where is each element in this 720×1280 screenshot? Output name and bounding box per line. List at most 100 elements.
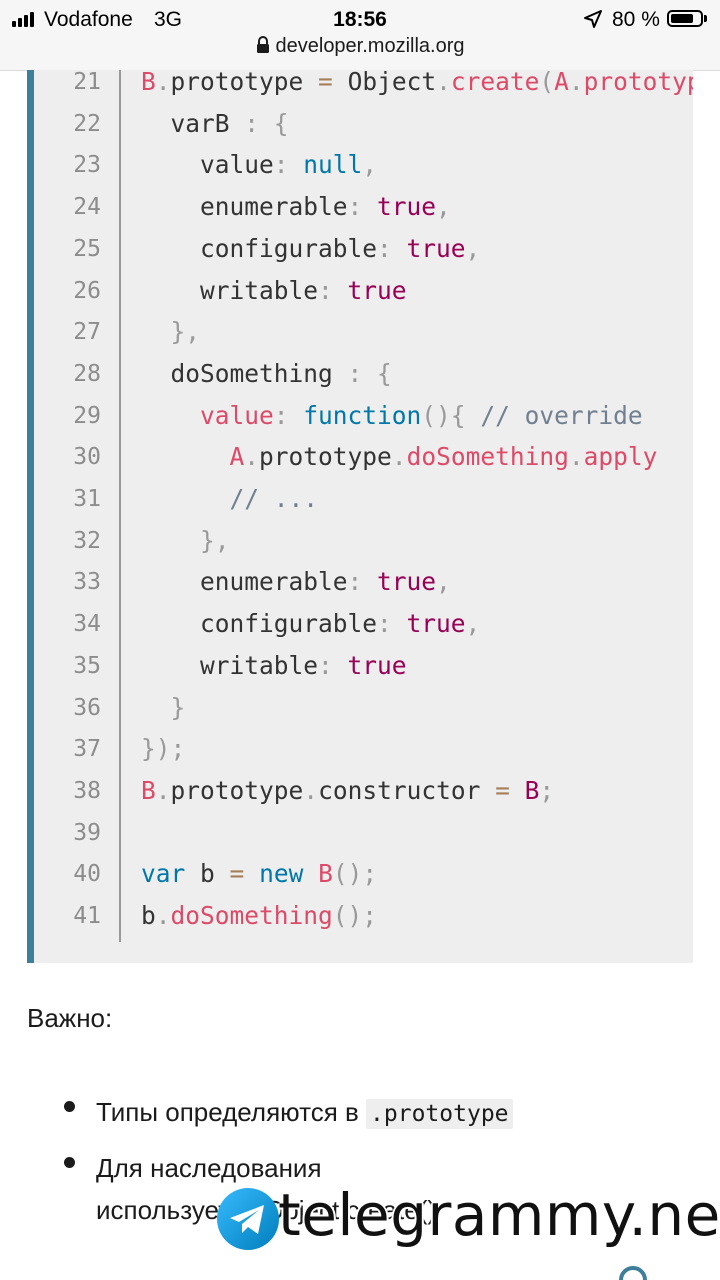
code-token: , <box>465 609 481 639</box>
important-heading: Важно: <box>27 1003 113 1033</box>
code-token: prototype <box>583 70 693 96</box>
code-text: enumerable: true, <box>141 561 451 603</box>
code-token: Object <box>332 70 437 96</box>
code-token: ( <box>539 70 555 96</box>
code-token: }, <box>141 525 230 555</box>
code-token: : <box>377 233 407 263</box>
code-line: 24 enumerable: true, <box>34 186 693 228</box>
line-number: 23 <box>73 152 101 179</box>
code-token: : <box>273 150 304 180</box>
code-token: var <box>141 859 186 889</box>
code-token <box>303 859 318 888</box>
network-type: 3G <box>154 8 183 31</box>
code-text: B.prototype.constructor = B; <box>141 770 554 812</box>
code-token: , <box>465 233 481 263</box>
code-token: (){ <box>421 400 481 430</box>
code-token: (); <box>332 901 378 930</box>
line-number: 27 <box>73 319 101 346</box>
line-number: 36 <box>73 694 101 721</box>
code-token: writable <box>141 275 319 305</box>
line-number: 37 <box>73 736 101 763</box>
code-text: varB : { <box>141 103 289 145</box>
code-text: value: function(){ // override <box>141 395 643 437</box>
code-line: 23 value: null, <box>34 144 693 186</box>
code-token: enumerable <box>141 192 348 222</box>
code-token: configurable <box>141 233 378 263</box>
code-text: var b = new B(); <box>141 853 377 895</box>
code-token: true <box>406 609 466 639</box>
code-token: new <box>259 859 304 889</box>
line-number: 22 <box>73 110 101 137</box>
line-number: 24 <box>73 194 101 221</box>
line-number: 21 <box>73 70 101 95</box>
line-number: 32 <box>73 527 101 554</box>
code-token: create <box>450 70 540 96</box>
code-token: B <box>318 859 333 889</box>
bullet-icon <box>64 1157 75 1168</box>
bullet-icon <box>64 1101 75 1112</box>
line-number: 35 <box>73 652 101 679</box>
code-token: apply <box>583 442 658 472</box>
code-token: B <box>524 775 540 805</box>
code-token: A <box>141 442 245 472</box>
line-number: 28 <box>73 360 101 387</box>
code-token: }); <box>141 734 186 764</box>
code-token <box>244 859 259 888</box>
code-token: . <box>303 775 319 805</box>
battery-tip <box>704 15 707 22</box>
code-line: 29 value: function(){ // override <box>34 395 693 437</box>
code-token: : <box>318 650 348 680</box>
line-number: 31 <box>73 486 101 512</box>
code-token: } <box>141 692 186 722</box>
code-text: configurable: true, <box>141 603 480 645</box>
code-line: 36 } <box>34 687 693 729</box>
code-text: } <box>141 687 186 729</box>
code-token: . <box>436 70 451 96</box>
code-token: ; <box>539 775 555 805</box>
code-token: . <box>155 901 171 930</box>
watermark: telegrammy.net <box>216 1181 720 1255</box>
code-token: value <box>141 150 274 180</box>
code-token: null <box>303 150 363 180</box>
code-line: 32 }, <box>34 520 693 562</box>
code-token: = <box>495 775 510 805</box>
code-line: 27 }, <box>34 311 693 353</box>
code-token: , <box>436 567 451 597</box>
code-token: . <box>155 70 171 96</box>
location-arrow-icon <box>584 10 602 28</box>
code-token: constructor <box>318 775 496 805</box>
code-token: , <box>436 192 451 222</box>
code-line: 25 configurable: true, <box>34 228 693 270</box>
inline-code: .prototype <box>366 1099 513 1129</box>
code-line: 37}); <box>34 728 693 770</box>
line-number: 41 <box>73 903 101 929</box>
code-line: 28 doSomething : { <box>34 353 693 395</box>
code-token: enumerable <box>141 567 348 597</box>
code-text: B.prototype = Object.create(A.prototype,… <box>141 70 693 103</box>
battery-percent: 80 % <box>612 8 660 31</box>
carrier-name: Vodafone <box>44 8 133 31</box>
code-token: doSomething <box>406 442 569 472</box>
code-token: function <box>303 400 422 430</box>
clock: 18:56 <box>333 8 387 31</box>
code-line: 26 writable: true <box>34 270 693 312</box>
code-token <box>510 776 525 805</box>
code-token: A <box>554 70 569 96</box>
code-token: . <box>155 775 171 805</box>
line-number: 39 <box>73 819 101 846</box>
code-text: value: null, <box>141 144 377 186</box>
code-token: (); <box>332 859 378 889</box>
line-number: 40 <box>73 861 101 888</box>
code-token: . <box>244 442 260 472</box>
code-token: // ... <box>141 484 319 513</box>
code-token: . <box>568 442 584 472</box>
address-bar[interactable]: developer.mozilla.org <box>0 35 720 58</box>
code-token: true <box>377 192 437 222</box>
code-line: 39 <box>34 812 693 854</box>
code-token: value <box>141 400 274 430</box>
code-token: configurable <box>141 609 378 639</box>
code-token: prototype <box>170 775 304 805</box>
line-number: 25 <box>73 235 101 262</box>
